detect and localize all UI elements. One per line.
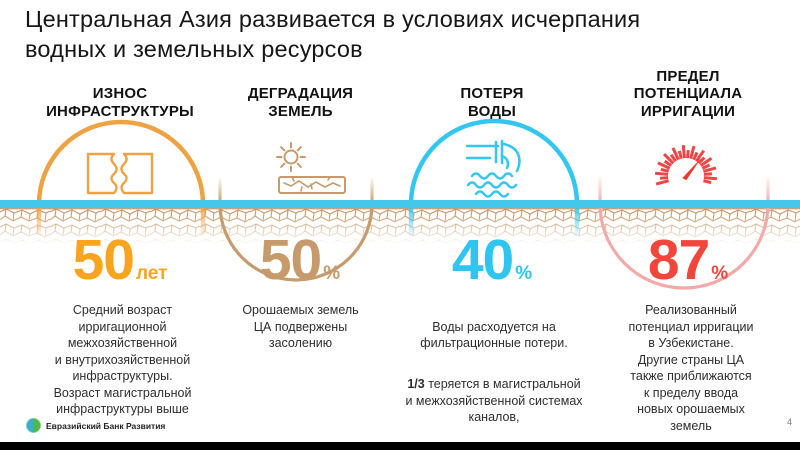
- desc-water-loss: Воды расходуется на фильтрационные потер…: [400, 302, 588, 450]
- stat-salinized-land: 50%: [210, 232, 390, 289]
- stat-water-loss: 40%: [402, 232, 582, 289]
- water-loss-paragraph-2: 1/3 теряется в магистральной и межхозяйс…: [405, 377, 583, 424]
- eurasian-development-bank-logo-icon: [26, 418, 41, 433]
- header-irrigation-potential: ПРЕДЕЛ ПОТЕНЦИАЛА ИРРИГАЦИИ: [633, 67, 743, 120]
- footer-bank-name: Евразийский Банк Развития: [46, 421, 166, 431]
- header-infrastructure-wear: ИЗНОС ИНФРАСТРУКТУРЫ: [46, 85, 194, 120]
- stat-unit: лет: [135, 263, 168, 284]
- stat-unit: %: [711, 263, 729, 284]
- header-water-loss: ПОТЕРЯ ВОДЫ: [460, 85, 524, 120]
- stat-value: 50: [259, 228, 322, 292]
- cracked-earth-texture: [0, 208, 800, 246]
- infographic-overlay: [36, 118, 770, 290]
- stat-value: 87: [647, 228, 710, 292]
- broken-slabs-icon: [86, 152, 154, 195]
- stat-unit: %: [515, 263, 533, 284]
- stat-irrigation-potential: 87%: [598, 232, 778, 289]
- arc-irrigation-limit: [598, 176, 770, 290]
- slide-title: Центральная Азия развивается в условиях …: [25, 6, 641, 62]
- desc-land-degradation: Орошаемых земель ЦА подвержены засолению: [242, 303, 359, 350]
- arc-land-degradation: [218, 178, 374, 282]
- arc-infrastructure: [36, 119, 206, 236]
- bottom-black-bar: [0, 442, 800, 450]
- header-land-degradation: ДЕГРАДАЦИЯ ЗЕМЕЛЬ: [247, 85, 354, 120]
- stat-unit: %: [323, 263, 341, 284]
- desc-irrigation-limit: Реализованный потенциал ирригации в Узбе…: [628, 303, 754, 433]
- stat-value: 40: [451, 228, 514, 292]
- arc-water-loss: [408, 118, 580, 236]
- water-line-band: [0, 200, 800, 208]
- stat-value: 50: [72, 228, 135, 292]
- sun-cracked-soil-icon: [276, 142, 346, 194]
- water-loss-paragraph-1: Воды расходуется на фильтрационные потер…: [420, 319, 568, 351]
- gauge-icon: [654, 144, 718, 186]
- water-pipe-icon: [465, 139, 521, 198]
- desc-infrastructure-wear: Средний возраст ирригационной межхозяйст…: [53, 303, 192, 416]
- page-number: 4: [786, 417, 792, 427]
